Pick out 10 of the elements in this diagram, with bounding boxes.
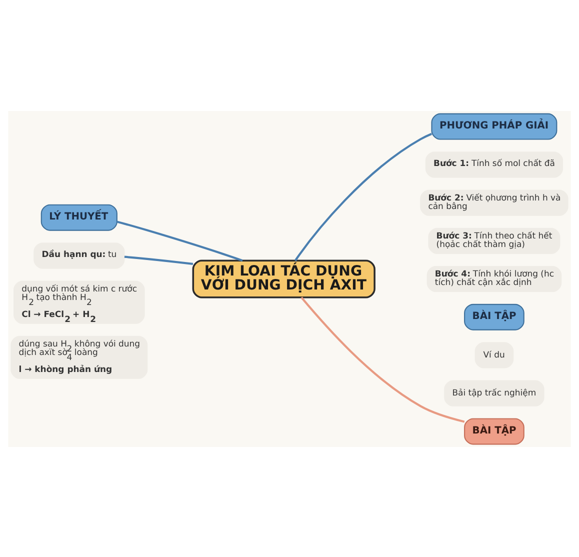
connector — [300, 296, 465, 422]
node-box: LÝ THUYẾT — [40, 204, 118, 230]
connector — [116, 220, 243, 262]
node-box: Dầu hạnn qu: tu — [34, 242, 125, 268]
node-box: BÀI TẬP — [464, 303, 524, 330]
node-box: KIM LOAI TÁC DỤNG VỚI DUNG DỊCH AXIT — [192, 259, 376, 298]
connector — [294, 132, 432, 261]
node-box: PHƯƠNG PHÁP GIẢI — [431, 112, 558, 140]
node-box: BÀI TẬP — [464, 418, 524, 444]
connector — [124, 255, 194, 264]
